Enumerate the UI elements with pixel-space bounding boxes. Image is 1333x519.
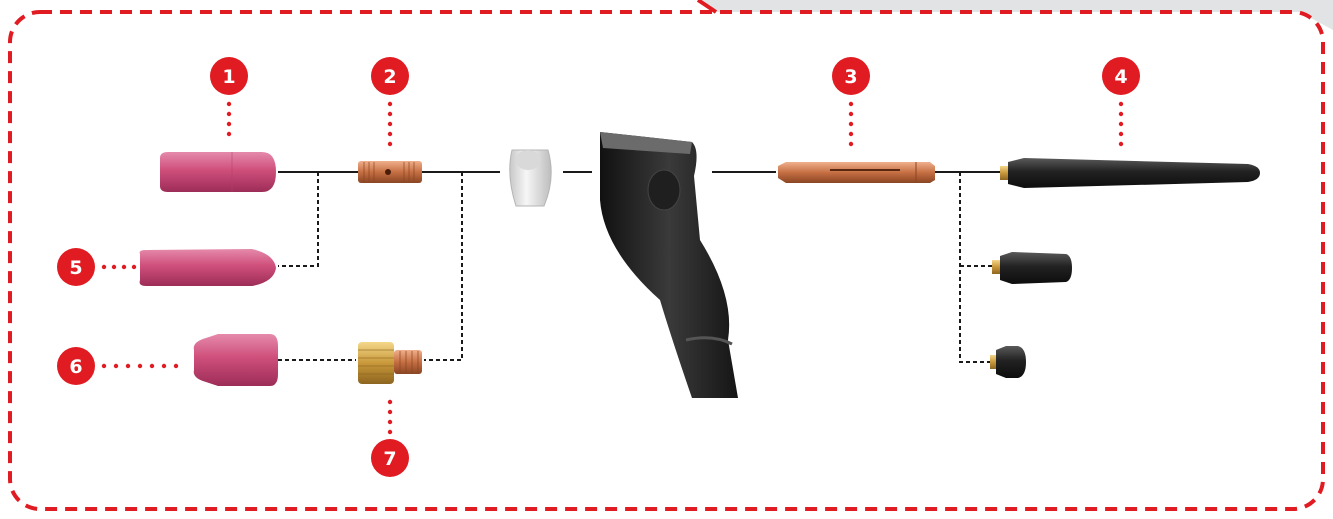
gas-lens-body: [358, 342, 422, 384]
callout-4: 4: [1102, 57, 1140, 95]
branch-to-5: [278, 172, 318, 266]
ceramic-nozzle-large: [194, 334, 278, 386]
insulator-ring: [510, 150, 551, 206]
callout-2-label: 2: [383, 66, 396, 88]
collet-body: [358, 161, 422, 183]
ceramic-nozzle-standard: [160, 152, 276, 192]
callout-7-label: 7: [383, 448, 396, 470]
callout-2: 2: [371, 57, 409, 95]
back-cap-medium: [992, 252, 1072, 284]
header-tab: [698, 0, 1333, 30]
callout-6: 6: [57, 347, 95, 385]
callout-5-label: 5: [69, 257, 82, 279]
callout-4-label: 4: [1114, 66, 1127, 88]
callout-1: 1: [210, 57, 248, 95]
back-cap-short: [990, 346, 1026, 378]
callout-6-label: 6: [69, 356, 82, 378]
back-cap-long: [1000, 158, 1260, 188]
callout-5: 5: [57, 248, 95, 286]
callout-3-label: 3: [844, 66, 857, 88]
ceramic-nozzle-long: [140, 249, 276, 286]
callout-7: 7: [371, 439, 409, 477]
collet: [778, 162, 935, 183]
callout-1-label: 1: [222, 66, 235, 88]
callout-3: 3: [832, 57, 870, 95]
branch-to-7: [424, 172, 462, 360]
